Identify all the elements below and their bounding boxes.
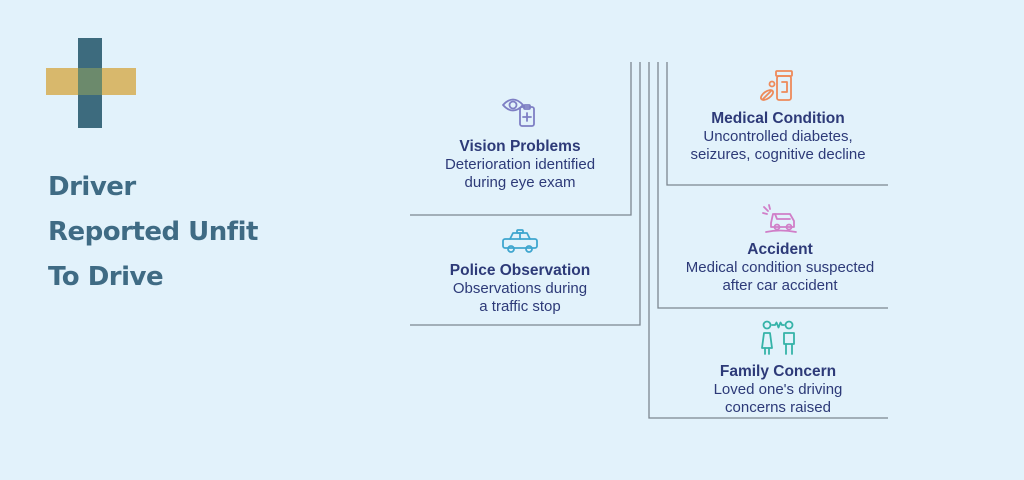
police-car-icon <box>502 229 538 253</box>
connector-accident <box>657 62 888 309</box>
family-heading: Family Concern <box>719 363 837 380</box>
police-desc-line-1: Observations during <box>452 280 588 297</box>
page-title: Driver Reported Unfit To Drive <box>48 165 308 300</box>
vision-desc-line-1: Deterioration identified <box>444 156 596 173</box>
vision-heading: Vision Problems <box>459 138 581 155</box>
item-family-concern: Family Concern Loved one's driving conce… <box>670 320 886 417</box>
police-heading: Police Observation <box>449 262 591 279</box>
item-vision-problems: Vision Problems Deterioration identified… <box>412 93 628 192</box>
pill-bottle-icon <box>760 70 793 101</box>
medical-desc-line-1: Uncontrolled diabetes, <box>703 128 853 145</box>
accident-heading: Accident <box>747 241 813 258</box>
police-desc-line-2: a traffic stop <box>479 298 561 315</box>
accident-desc-line-2: after car accident <box>722 277 838 294</box>
connector-vision <box>410 62 632 216</box>
eye-clipboard-icon <box>502 98 535 127</box>
item-accident: Accident Medical condition suspected aft… <box>665 203 895 295</box>
medical-heading: Medical Condition <box>711 110 845 127</box>
medical-desc-line-2: seizures, cognitive decline <box>690 146 866 163</box>
item-police-observation: Police Observation Observations during a… <box>412 229 628 316</box>
connector-police <box>410 62 641 326</box>
accident-desc-line-1: Medical condition suspected <box>685 259 875 276</box>
vision-desc-line-2: during eye exam <box>464 174 576 191</box>
title-line-1: Driver <box>48 172 136 202</box>
title-line-2: Reported Unfit <box>48 217 258 247</box>
family-desc-line-2: concerns raised <box>725 399 831 416</box>
car-crash-icon <box>762 204 797 233</box>
family-icon <box>761 320 795 355</box>
connector-medical <box>666 62 888 186</box>
logo-cross-icon <box>46 38 136 128</box>
item-medical-condition: Medical Condition Uncontrolled diabetes,… <box>670 69 886 164</box>
title-line-3: To Drive <box>48 262 164 292</box>
family-desc-line-1: Loved one's driving <box>713 381 843 398</box>
connector-family <box>648 62 888 419</box>
